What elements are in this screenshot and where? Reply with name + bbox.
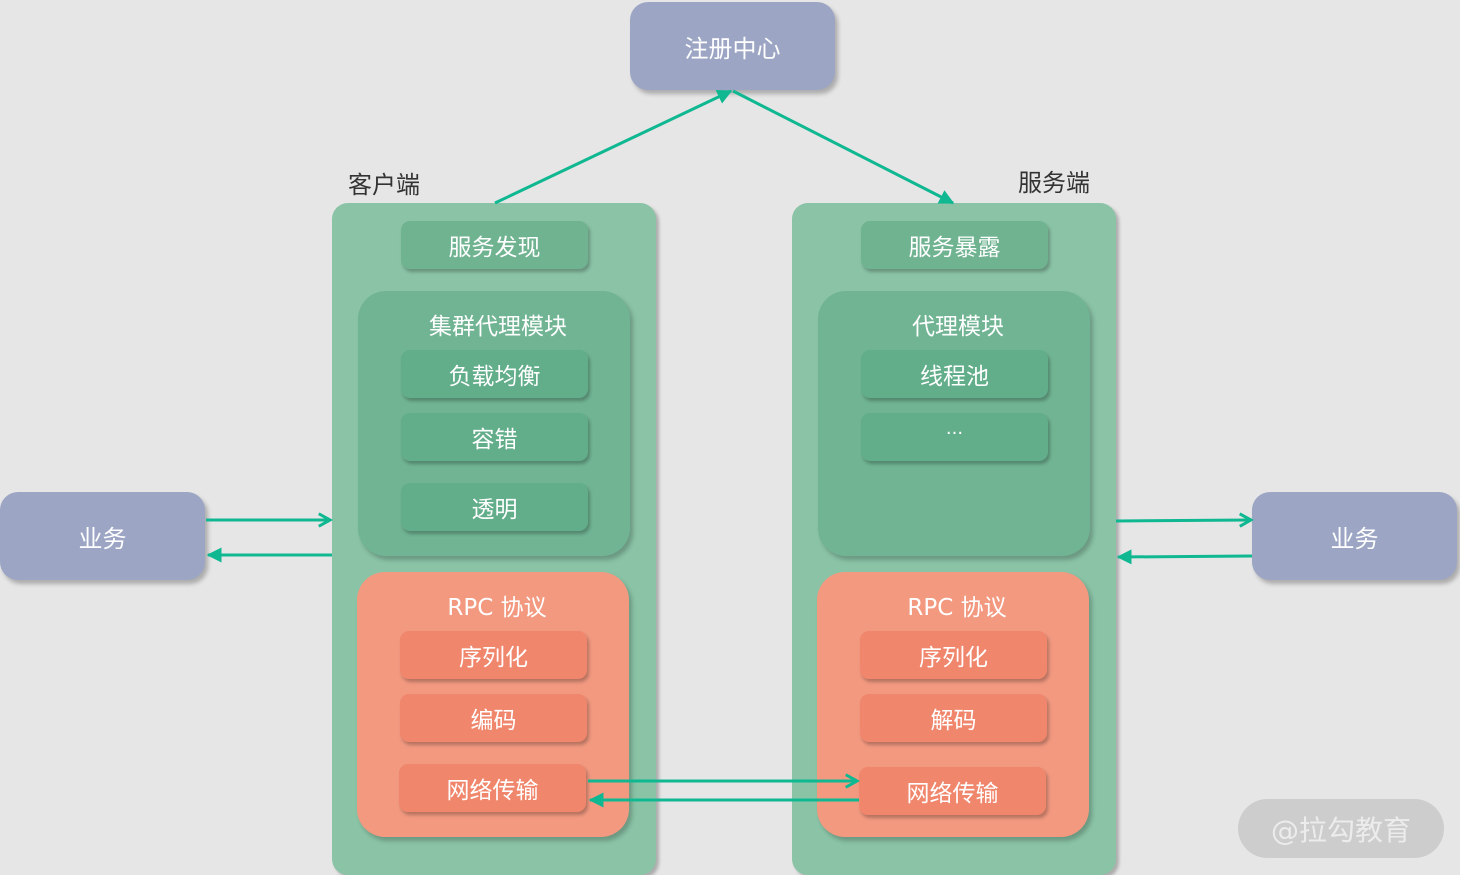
server-rpc-group-title: RPC 协议 [907, 595, 1007, 621]
client-network-transport[interactable]: 网络传输 [399, 764, 586, 812]
thread-pool-label: 线程池 [920, 364, 989, 390]
load-balance-label: 负载均衡 [448, 364, 541, 390]
server-proxy-group-title: 代理模块 [912, 314, 1004, 340]
client-serialization-label: 序列化 [459, 645, 528, 671]
server-decoding-label: 解码 [930, 708, 977, 734]
service-discovery-label: 服务发现 [448, 235, 541, 261]
client-service-discovery[interactable]: 服务发现 [401, 221, 588, 269]
client-network-transport-label: 网络传输 [446, 778, 539, 804]
business-right-node[interactable]: 业务 [1252, 492, 1457, 580]
service-exposure-label: 服务暴露 [908, 235, 1001, 261]
client-encoding-label: 编码 [470, 708, 517, 734]
server-decoding[interactable]: 解码 [860, 694, 1047, 742]
client-proxy-group-title: 集群代理模块 [429, 314, 567, 340]
server-thread-pool[interactable]: 线程池 [861, 350, 1048, 398]
server-network-transport[interactable]: 网络传输 [859, 767, 1046, 815]
watermark-badge: @拉勾教育 [1238, 799, 1444, 858]
arrow-server-to-business-right [1115, 520, 1251, 521]
server-title: 服务端 [1018, 169, 1090, 197]
client-title: 客户端 [348, 171, 420, 199]
client-transparent[interactable]: 透明 [401, 483, 588, 531]
client-fault-tolerance[interactable]: 容错 [401, 413, 588, 461]
server-serialization[interactable]: 序列化 [860, 631, 1047, 679]
business-left-node[interactable]: 业务 [0, 492, 205, 580]
fault-tolerance-label: 容错 [471, 427, 518, 453]
arrow-business-right-to-server [1116, 549, 1253, 565]
arrow-client-to-registry [494, 89, 733, 205]
client-serialization[interactable]: 序列化 [400, 631, 587, 679]
watermark-text: @拉勾教育 [1270, 813, 1411, 847]
ellipsis-label: ··· [945, 422, 964, 444]
server-serialization-label: 序列化 [919, 645, 988, 671]
registry-center-node[interactable]: 注册中心 [630, 2, 835, 90]
business-right-label: 业务 [1330, 524, 1379, 553]
server-network-transport-label: 网络传输 [906, 781, 999, 807]
client-load-balance[interactable]: 负载均衡 [401, 350, 588, 398]
business-left-label: 业务 [78, 524, 127, 553]
client-encoding[interactable]: 编码 [400, 694, 587, 742]
server-service-exposure[interactable]: 服务暴露 [861, 221, 1048, 269]
registry-center-label: 注册中心 [684, 34, 781, 63]
server-more-item[interactable]: ··· [861, 413, 1048, 461]
client-rpc-group-title: RPC 协议 [447, 595, 547, 621]
arrow-registry-to-server [732, 89, 955, 205]
transparent-label: 透明 [471, 497, 518, 523]
